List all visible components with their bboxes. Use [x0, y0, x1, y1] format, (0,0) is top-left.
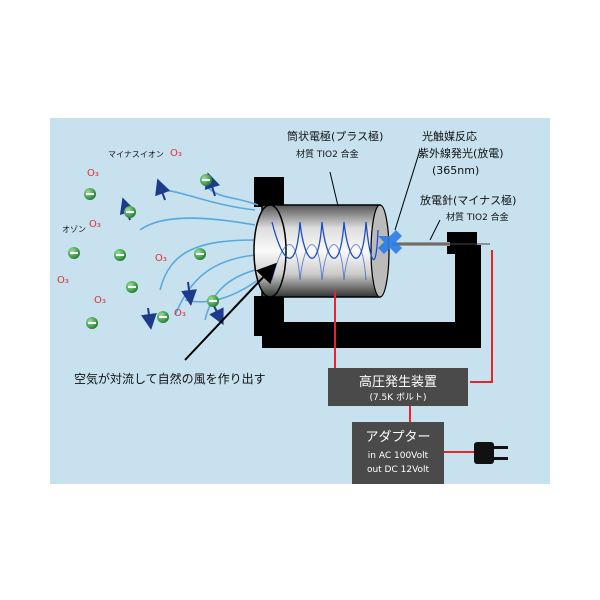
hv-box-title: 高圧発生装置 — [359, 374, 437, 390]
ion-icon — [86, 317, 98, 329]
ion-icon — [126, 281, 138, 293]
adapter-title: アダプター — [365, 430, 430, 445]
ion-icon — [207, 295, 219, 307]
tube-electrode — [253, 204, 390, 298]
ion-markers — [68, 174, 219, 329]
hv-box-subtitle: (7.5K ボルト) — [369, 392, 426, 403]
ozone-icon: O₃ — [174, 308, 186, 319]
ozone-icon: O₃ — [94, 295, 106, 306]
callout-lines — [329, 149, 441, 241]
ozone-icon: O₃ — [155, 253, 167, 264]
label-tube-electrode: 筒状電極(プラス極) — [287, 129, 383, 143]
wires — [334, 250, 493, 453]
adapter-output: out DC 12Volt — [367, 465, 430, 475]
label-needle-electrode: 放電針(マイナス極) — [420, 193, 516, 207]
ion-icon — [114, 249, 126, 261]
needle-electrode — [378, 230, 490, 254]
ozone-icon: O₃ — [89, 219, 101, 230]
ion-icon — [124, 206, 136, 218]
ozone-icon: O₃ — [170, 148, 182, 159]
ozone-markers: O₃ O₃ O₃ O₃ O₃ O₃ O₃ — [57, 148, 186, 319]
label-photocatalyst-3: (365nm) — [432, 164, 479, 177]
discharge-spark — [378, 230, 402, 254]
electrode-frame — [254, 177, 481, 348]
ion-icon — [200, 174, 212, 186]
label-photocatalyst-2: 紫外線発光(放電) — [418, 146, 504, 160]
label-photocatalyst-1: 光触媒反応 — [422, 129, 477, 143]
hv-generator-box: 高圧発生装置 (7.5K ボルト) — [328, 368, 468, 406]
ion-icon — [194, 248, 206, 260]
power-plug-icon — [474, 442, 508, 464]
label-minus-ion: マイナスイオン — [108, 150, 164, 159]
ozone-icon: O₃ — [57, 275, 69, 286]
air-flow-pointer — [184, 262, 277, 361]
ozone-icon: O₃ — [87, 168, 99, 179]
label-needle-material: 材質 TIO2 合金 — [446, 211, 509, 223]
label-tube-material: 材質 TIO2 合金 — [296, 148, 359, 160]
label-air-flow: 空気が対流して自然の風を作り出す — [74, 371, 266, 386]
adapter-box: アダプター in AC 100Volt out DC 12Volt — [352, 422, 444, 484]
ion-icon — [84, 188, 96, 200]
ion-icon — [157, 311, 169, 323]
label-ozone: オゾン — [62, 225, 86, 234]
inner-coil — [271, 221, 379, 261]
ion-icon — [68, 247, 80, 259]
adapter-input: in AC 100Volt — [368, 451, 429, 461]
